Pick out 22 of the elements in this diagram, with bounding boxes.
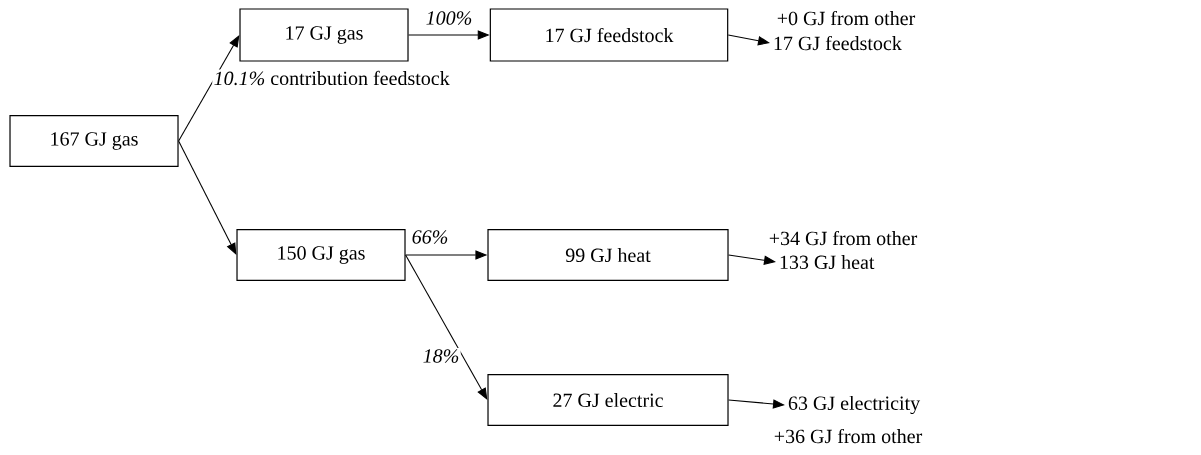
- edge-label: +0 GJ from other: [775, 9, 917, 27]
- edge-label: 10.1% contribution feedstock: [212, 69, 451, 87]
- arrow: [178, 140, 237, 255]
- result-text: 133 GJ heat: [780, 255, 875, 270]
- process-box: 17 GJ gas: [239, 8, 409, 62]
- arrow: [178, 35, 240, 142]
- process-box: 27 GJ electric: [487, 374, 729, 426]
- arrow: [728, 254, 776, 265]
- result-text: 17 GJ feedstock: [774, 35, 902, 51]
- edge-label: 100%: [424, 9, 474, 27]
- process-box: 150 GJ gas: [236, 229, 406, 281]
- edge-label: +34 GJ from other: [767, 229, 919, 247]
- edge-label: 66%: [410, 228, 450, 246]
- edge-label: +36 GJ from other: [772, 427, 924, 445]
- edge-label: 18%: [421, 347, 461, 365]
- arrow: [405, 254, 488, 400]
- process-box: 167 GJ gas: [9, 115, 179, 167]
- arrow: [727, 34, 770, 46]
- process-box: 17 GJ feedstock: [489, 8, 729, 62]
- arrow: [728, 399, 785, 409]
- result-text: 63 GJ electricity: [788, 395, 921, 415]
- process-box: 99 GJ heat: [487, 229, 729, 281]
